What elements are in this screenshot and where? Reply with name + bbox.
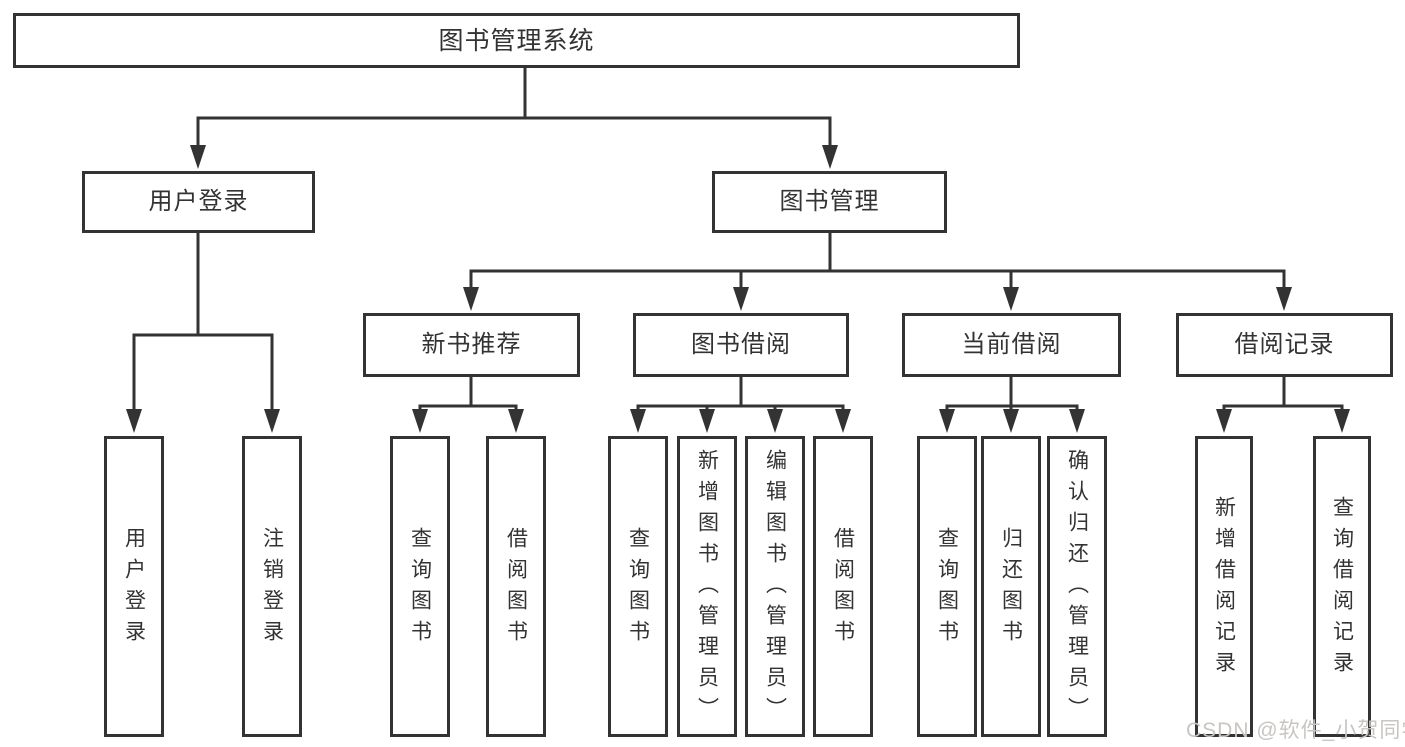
node-leaf-query-books-borrow: 查询图书 (608, 436, 668, 737)
node-leaf-add-borrow-record: 新增借阅记录 (1195, 436, 1253, 737)
node-borrowing-records: 借阅记录 (1176, 313, 1393, 377)
node-leaf-query-books-recommend: 查询图书 (390, 436, 450, 737)
node-leaf-borrow-books-recommend: 借阅图书 (486, 436, 546, 737)
node-root: 图书管理系统 (13, 13, 1020, 68)
watermark: CSDN @软件_小贺同学 (1186, 719, 1405, 742)
node-leaf-logout: 注销登录 (242, 436, 302, 737)
node-leaf-add-books-admin: 新增图书（管理员） (677, 436, 737, 737)
node-leaf-borrow-books: 借阅图书 (813, 436, 873, 737)
node-leaf-edit-books-admin: 编辑图书（管理员） (745, 436, 805, 737)
node-user-login: 用户登录 (82, 171, 315, 233)
node-leaf-query-books-current: 查询图书 (917, 436, 977, 737)
node-leaf-confirm-return-admin: 确认归还（管理员） (1047, 436, 1107, 737)
node-leaf-user-login: 用户登录 (104, 436, 164, 737)
node-current-borrowing: 当前借阅 (902, 313, 1121, 377)
node-book-borrowing: 图书借阅 (633, 313, 849, 377)
node-book-management: 图书管理 (712, 171, 947, 233)
node-leaf-query-borrow-record: 查询借阅记录 (1313, 436, 1371, 737)
connector-elbows (132, 66, 1344, 411)
node-new-book-recommendation: 新书推荐 (363, 313, 580, 377)
node-leaf-return-books: 归还图书 (981, 436, 1041, 737)
arrowhead-icons (126, 145, 1350, 433)
